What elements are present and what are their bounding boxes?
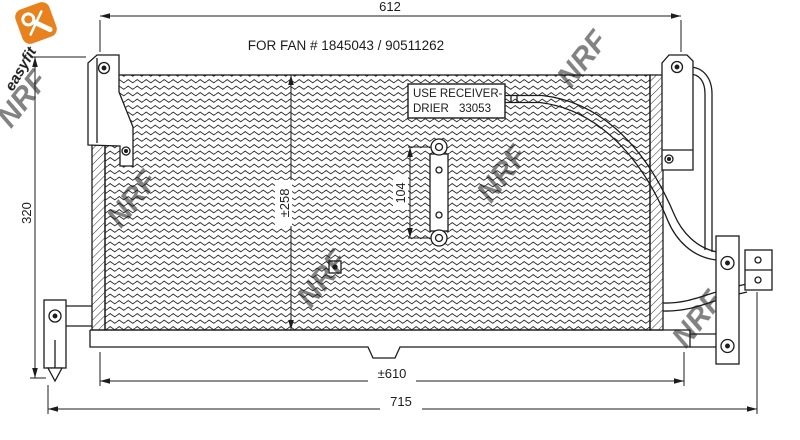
receiver-note-line2-left: DRIER (413, 103, 449, 115)
right-side-tank (649, 74, 664, 331)
receiver-drier-bracket (429, 138, 449, 247)
tools-icon (15, 2, 57, 44)
small-fitting (328, 260, 342, 274)
fan-note-label: FOR FAN # 1845043 / 90511262 (248, 38, 444, 53)
dim-overall-height-label: 320 (19, 202, 34, 224)
top-right-bracket (661, 54, 694, 171)
dim-core-height: ±258 (275, 75, 294, 330)
receiver-drier-note-box: USE RECEIVER- DRIER 33053 (407, 83, 506, 119)
dim-bracket-spacing-label: 104 (394, 183, 408, 204)
dim-overall-height: 320 (19, 56, 86, 379)
dim-top-width: 612 (99, 0, 682, 52)
dim-top-width-label: 612 (379, 0, 401, 14)
dim-mount-width: ±610 (99, 352, 685, 386)
dim-overall-width-label: 715 (390, 394, 412, 409)
dim-overall-width: 715 (47, 292, 758, 414)
bottom-mounting-strip (89, 329, 716, 359)
dim-bracket-spacing: 104 (393, 146, 430, 239)
right-side-bracket (715, 235, 740, 365)
receiver-note-line1: USE RECEIVER- (413, 88, 503, 100)
condenser-core-fins (104, 74, 651, 331)
dim-mount-width-label: ±610 (378, 366, 407, 381)
dim-core-height-label: ±258 (277, 189, 292, 218)
dimension-lines: 612 FOR FAN # 1845043 / 90511262 320 ±25… (19, 0, 758, 414)
bottom-left-bracket (43, 299, 92, 383)
top-left-bracket (87, 54, 134, 167)
condenser-body (43, 54, 773, 383)
receiver-note-part-number: 33053 (459, 103, 491, 115)
pipe-fitting-block (744, 249, 773, 291)
